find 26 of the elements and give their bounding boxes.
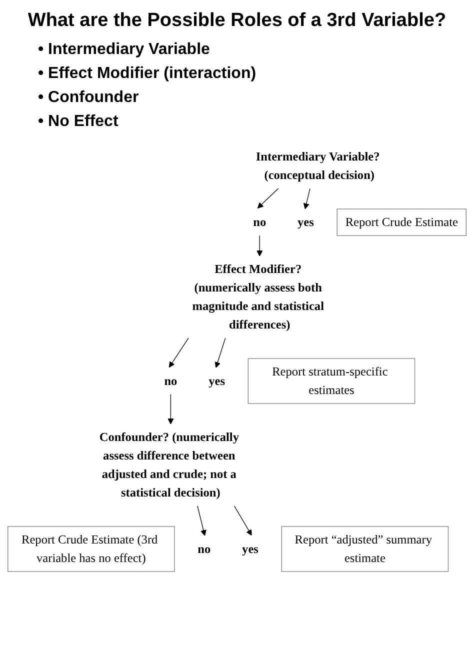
arrow [303, 188, 310, 210]
node-box: Report Crude Estimate [336, 208, 466, 236]
node-text: yes [242, 542, 258, 556]
node-text: Effect Modifier? (numerically assess both magnitude and statistical differences) [192, 262, 324, 332]
node-box: Report “adjusted” summary estimate [281, 526, 449, 572]
node-box: Report stratum-specific estimates [248, 358, 416, 404]
title: What are the Possible Roles of a 3rd Variable? [28, 10, 446, 32]
node-box: Report Crude Estimate (3rd variable has no effect) [8, 526, 175, 572]
arrow [197, 506, 206, 536]
arrow [168, 394, 174, 424]
arrow [257, 188, 279, 208]
node-text: yes [208, 374, 225, 388]
node-text: Confounder? (numerically assess difference between adjusted and crude; not a statistical decision) [99, 430, 239, 500]
list-item: • Confounder [38, 88, 139, 108]
list-item: • No Effect [38, 112, 118, 132]
list-item: • Intermediary Variable [38, 40, 210, 60]
arrow [256, 235, 263, 256]
node-text: Intermediary Variable? (conceptual decision) [256, 150, 380, 182]
arrow [214, 338, 226, 368]
node-text: no [164, 374, 178, 388]
list-item: • Effect Modifier (interaction) [38, 64, 256, 84]
node-text: no [198, 542, 211, 556]
arrow [234, 506, 252, 536]
arrow [168, 338, 189, 368]
node-text: yes [298, 215, 314, 229]
node-text: no [253, 215, 266, 229]
